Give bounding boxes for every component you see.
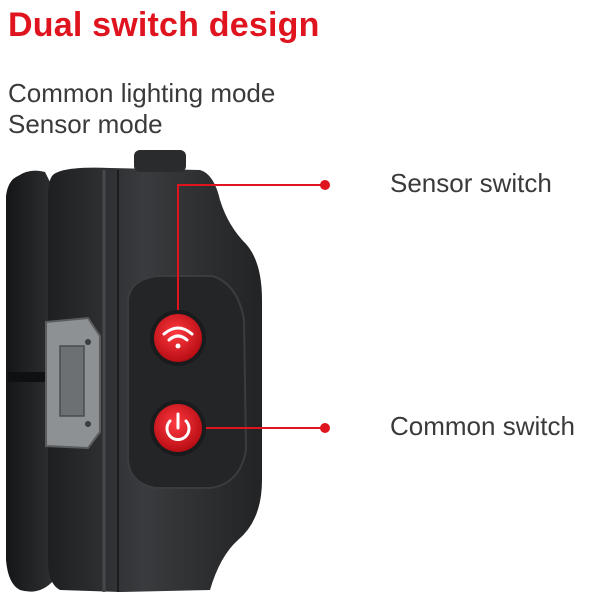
mode-list: Common lighting mode Sensor mode [8,78,275,140]
power-icon [165,412,191,441]
metal-bracket [45,316,101,450]
page-title: Dual switch design [8,6,320,44]
mode-common-lighting: Common lighting mode [8,78,276,108]
head-strap-clip [6,170,54,592]
common-switch-button[interactable] [150,400,206,456]
sensor-switch-label: Sensor switch [390,168,552,198]
sensor-leader-line [177,180,330,320]
lamp-housing [45,150,262,592]
mode-sensor: Sensor mode [8,109,163,139]
wifi-sensor-icon [162,326,194,349]
sensor-switch-button[interactable] [150,310,206,366]
top-nub [134,150,186,172]
common-switch-label: Common switch [390,411,575,441]
